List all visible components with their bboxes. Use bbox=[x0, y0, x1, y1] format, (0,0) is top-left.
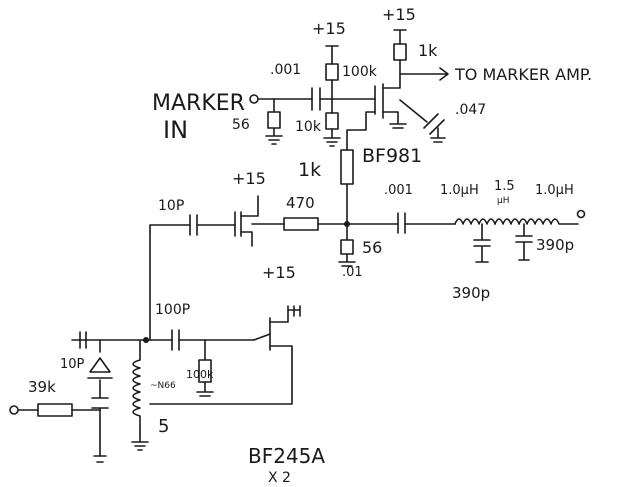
r-56-input-label: 56 bbox=[232, 117, 250, 133]
l-1-5uh-label: 1.5 bbox=[494, 179, 515, 194]
r-39k-label: 39k bbox=[28, 378, 56, 396]
resistor-56-mid bbox=[340, 239, 354, 255]
wire-047 bbox=[399, 99, 428, 123]
output-arrow bbox=[399, 67, 449, 81]
c-01-label: .01 bbox=[342, 265, 363, 280]
marker-label: MARKER bbox=[152, 91, 245, 116]
jfet-drain bbox=[269, 305, 289, 323]
jfet-gate bbox=[253, 333, 271, 341]
resistor-39k bbox=[37, 403, 73, 417]
r-1k-top-label: 1k bbox=[418, 41, 438, 60]
inductor-1uh-a bbox=[454, 218, 496, 225]
supply-rail-left bbox=[325, 45, 339, 65]
v15-lower-label: +15 bbox=[262, 263, 296, 282]
wire-10p-left bbox=[149, 224, 191, 233]
capacitor-10p-low bbox=[79, 331, 87, 349]
c-100p-label: 100P bbox=[155, 302, 190, 318]
labels: MARKER IN TO MARKER AMP. +15 +15 +15 +15… bbox=[28, 5, 592, 486]
fet-mid-leads bbox=[240, 195, 259, 247]
tank-inductor bbox=[132, 339, 141, 435]
resistor-56-input bbox=[267, 111, 281, 129]
varactor-diode bbox=[87, 357, 113, 379]
r-1k-mid-label: 1k bbox=[298, 159, 321, 181]
bf245a-label: BF245A bbox=[248, 444, 325, 468]
capacitor-047 bbox=[423, 113, 445, 135]
capacitor-001-input bbox=[311, 87, 321, 111]
v15-mid-label: +15 bbox=[232, 169, 266, 188]
l-1-5uh-unit-label: µH bbox=[497, 196, 510, 206]
wire-feedback bbox=[149, 349, 293, 405]
inductor-1-5uh bbox=[494, 218, 520, 225]
supply-rail-right bbox=[393, 29, 407, 45]
c-390p-right-label: 390p bbox=[536, 236, 574, 254]
x2-label: X 2 bbox=[268, 470, 291, 486]
jfet-drain-bypass bbox=[287, 305, 301, 317]
capacitor-100p bbox=[171, 329, 180, 351]
mosfet-drain bbox=[382, 59, 401, 89]
resistor-1k-mid bbox=[340, 149, 354, 185]
r-100k-top-label: 100k bbox=[342, 64, 378, 80]
v15-top-right-label: +15 bbox=[382, 5, 416, 24]
capacitor-10p-mid bbox=[189, 214, 198, 236]
marker-input-terminal[interactable] bbox=[249, 94, 259, 104]
ground-symbol bbox=[430, 127, 446, 143]
ground-symbol bbox=[196, 381, 214, 397]
ground-symbol bbox=[323, 128, 341, 147]
fet-mid bbox=[234, 211, 242, 237]
r-10k-label: 10k bbox=[295, 119, 322, 135]
filter-output-terminal[interactable] bbox=[576, 209, 586, 219]
mosfet-source-ground bbox=[382, 111, 407, 129]
capacitor-390p-right bbox=[515, 223, 533, 261]
coil-tap-label: 5 bbox=[158, 416, 169, 437]
oscillator-section bbox=[9, 231, 301, 463]
wire-gate2 bbox=[346, 111, 376, 151]
c-10p-mid-label: 10P bbox=[158, 198, 184, 214]
ground-symbol bbox=[338, 253, 356, 267]
varactor-ground bbox=[91, 379, 109, 463]
c-001-mid-label: .001 bbox=[384, 183, 413, 198]
marker-input-section bbox=[249, 29, 449, 151]
c-10p-low-label: 10P bbox=[60, 357, 85, 372]
bf981-label: BF981 bbox=[362, 145, 422, 167]
l-1uh-b-label: 1.0µH bbox=[535, 183, 574, 198]
v15-top-left-label: +15 bbox=[312, 19, 346, 38]
resistor-470 bbox=[283, 217, 319, 231]
inductor-1uh-b bbox=[518, 218, 579, 225]
r-470-label: 470 bbox=[286, 194, 315, 212]
tuning-input-terminal[interactable] bbox=[9, 405, 19, 415]
to-marker-amp-label: TO MARKER AMP. bbox=[454, 65, 592, 84]
resistor-100k-top bbox=[325, 63, 339, 81]
c-390p-low-label: 390p bbox=[452, 284, 490, 302]
resistor-1k-top bbox=[393, 43, 407, 61]
r-100k-low-label: 100k bbox=[186, 368, 214, 381]
r-56-mid-label: 56 bbox=[362, 238, 382, 257]
ground-symbol bbox=[131, 433, 149, 451]
coil-turns-label: ~N66 bbox=[150, 381, 176, 391]
ground-symbol bbox=[265, 127, 283, 145]
in-label: IN bbox=[163, 116, 188, 144]
middle-section bbox=[149, 149, 586, 267]
resistor-10k bbox=[325, 112, 339, 130]
c-047-label: .047 bbox=[455, 102, 486, 118]
jfet-source bbox=[269, 345, 293, 351]
l-1uh-a-label: 1.0µH bbox=[440, 183, 479, 198]
capacitor-001-mid bbox=[397, 212, 406, 234]
capacitor-390p-low bbox=[473, 223, 491, 263]
c-001-input-label: .001 bbox=[270, 62, 301, 78]
